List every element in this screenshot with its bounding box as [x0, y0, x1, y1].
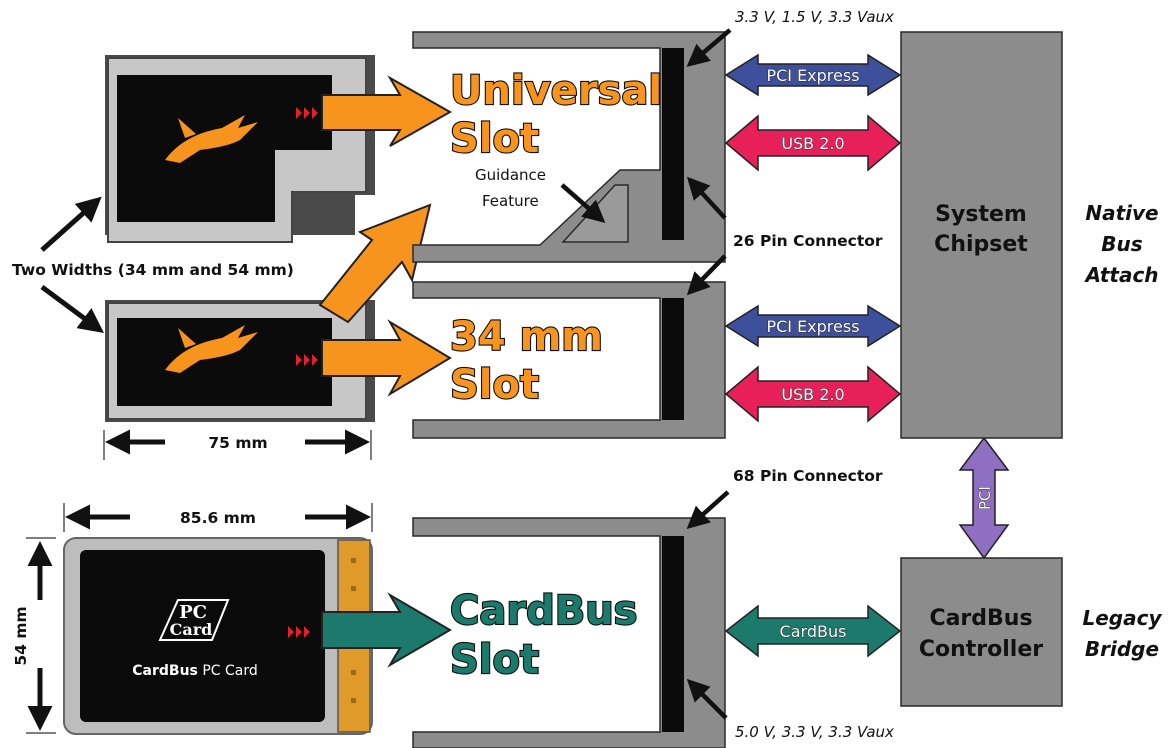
chevrons-icon: [296, 107, 318, 119]
legacy-line1: Legacy: [1082, 606, 1162, 630]
cardbus-slot-line1: CardBus: [450, 588, 637, 634]
chipset-line2: Chipset: [934, 232, 1028, 257]
chevrons-icon: [288, 626, 310, 638]
native-line3: Attach: [1083, 263, 1158, 287]
native-line1: Native: [1085, 201, 1158, 225]
dim-54-label: 54 mm: [12, 606, 30, 665]
pcie-bus-2-label: PCI Express: [766, 317, 859, 336]
pin26-arrow-up: [686, 176, 727, 220]
universal-slot-line2: Slot: [450, 116, 539, 162]
dim-75-label: 75 mm: [208, 434, 267, 452]
pci-bus: PCI: [958, 436, 1010, 560]
mm34-connector: [662, 298, 684, 420]
pc-card-logo-line2: Card: [170, 620, 213, 639]
pin68-arrow: [686, 490, 730, 530]
cardbus-card-caption-bold: CardBus: [132, 663, 198, 679]
pin26-arrow-down: [686, 254, 727, 296]
usb-bus-2: USB 2.0: [724, 365, 902, 423]
system-chipset-block: System Chipset: [900, 31, 1063, 439]
native-line2: Bus: [1101, 232, 1142, 256]
universal-connector: [662, 48, 684, 240]
usb-bus-2-label: USB 2.0: [781, 385, 844, 404]
pci-bus-label: PCI: [976, 486, 994, 510]
pcie-bus-1-label: PCI Express: [766, 66, 859, 85]
pc-card-logo-line1: PC: [179, 602, 207, 623]
two-widths-arrow-up: [40, 196, 102, 252]
mm34-slot-line2: Slot: [450, 362, 539, 408]
universal-insert-arrow: [321, 75, 453, 147]
controller-line2: Controller: [919, 637, 1043, 662]
universal-card: [105, 55, 375, 243]
pin68-label: 68 Pin Connector: [733, 467, 883, 485]
voltage-top-arrow: [686, 28, 732, 67]
legacy-line2: Bridge: [1085, 637, 1159, 661]
pcie-bus-2: PCI Express: [724, 304, 902, 348]
usb-bus-1-label: USB 2.0: [781, 134, 844, 153]
cardbus-controller-block: CardBus Controller: [900, 557, 1063, 707]
chevrons-icon: [296, 354, 318, 366]
rabbit-logo-icon: [165, 325, 258, 373]
pin26-label: 26 Pin Connector: [733, 232, 883, 250]
two-widths-label: Two Widths (34 mm and 54 mm): [12, 261, 294, 279]
mm34-slot-line1: 34 mm: [450, 314, 603, 360]
cardbus-insert-arrow: [321, 592, 452, 668]
rabbit-logo-icon: [165, 115, 258, 163]
guidance-arrow: [560, 183, 606, 223]
guidance-line1: Guidance: [475, 166, 546, 184]
voltage-bottom-label: 5.0 V, 3.3 V, 3.3 Vaux: [735, 723, 894, 741]
guidance-line2: Feature: [482, 192, 539, 210]
controller-line1: CardBus: [929, 606, 1032, 631]
cross-insert-arrow: [318, 203, 432, 324]
cardbus-bus: CardBus: [724, 604, 902, 658]
svg-text:CardBus PC Card: CardBus PC Card: [132, 663, 258, 679]
cardbus-bus-label: CardBus: [780, 622, 847, 641]
voltage-bottom-arrow: [686, 678, 728, 720]
voltage-top-label: 3.3 V, 1.5 V, 3.3 Vaux: [735, 8, 894, 26]
mm34-insert-arrow: [321, 319, 452, 397]
pc-card-logo-icon: PC Card: [158, 599, 230, 641]
universal-slot-line1: Universal: [450, 68, 662, 114]
cardbus-connector: [662, 536, 684, 732]
usb-bus-1: USB 2.0: [724, 114, 902, 172]
two-widths-arrow-down: [40, 284, 105, 333]
pcie-bus-1: PCI Express: [724, 53, 902, 97]
cardbus-slot-line2: Slot: [450, 637, 539, 683]
dim-856-label: 85.6 mm: [180, 509, 256, 527]
chipset-line1: System: [935, 202, 1027, 227]
cardbus-card-caption-rest: PC Card: [198, 663, 258, 679]
